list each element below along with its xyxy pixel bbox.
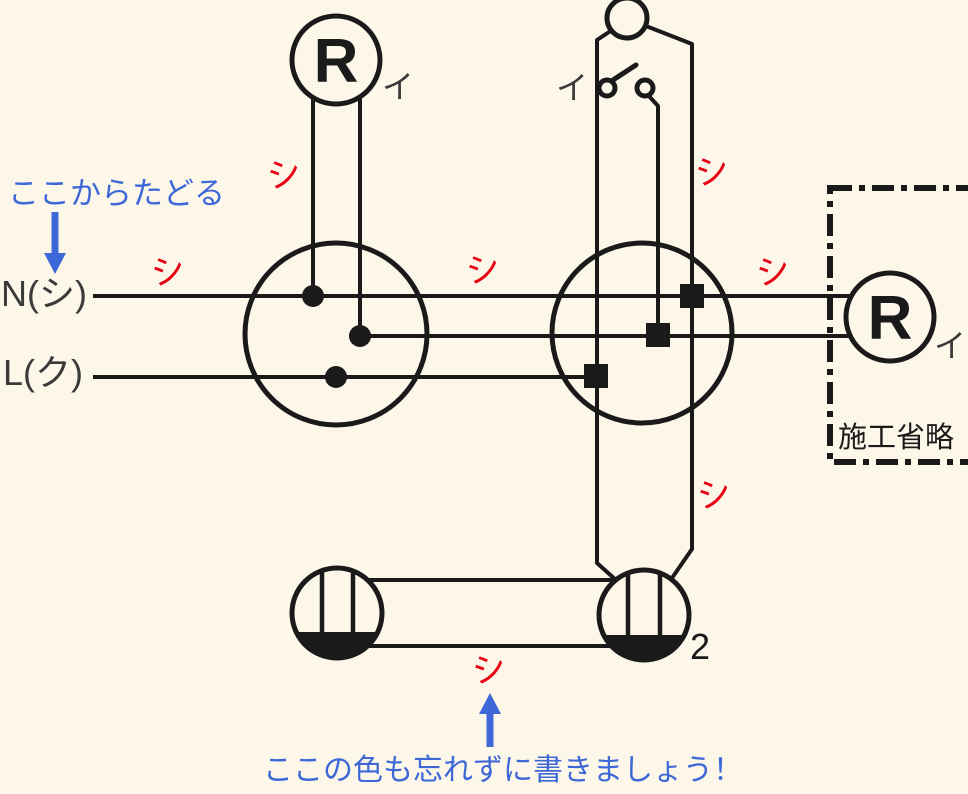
- connection-dot: [302, 285, 324, 307]
- connection-dot: [325, 366, 347, 388]
- live-terminal-label: L(ク): [3, 352, 83, 393]
- lamp-receptacle-letter: R: [314, 27, 359, 96]
- switch-contact-right: [634, 77, 656, 99]
- neutral-terminal-label: N(シ): [1, 273, 87, 314]
- trace-start-note: ここからたどる: [8, 176, 225, 211]
- wire-color-mark: シ: [692, 150, 733, 194]
- wire-color-mark: シ: [753, 250, 794, 294]
- connection-square: [646, 323, 670, 347]
- switch-output-wire: [646, 93, 660, 335]
- color-reminder-note: ここの色も忘れずに書きましょう！: [263, 754, 743, 787]
- switch-contact-left: [596, 77, 618, 99]
- junction-box-right: [549, 240, 735, 426]
- omitted-lamp-letter: R: [868, 284, 913, 353]
- lamp-receptacle-circuit-label: イ: [382, 69, 414, 105]
- connection-square: [680, 284, 704, 308]
- omitted-section-label: 施工省略: [838, 421, 954, 454]
- live-riser-wire: [595, 28, 618, 582]
- wire-color-mark: シ: [148, 250, 189, 294]
- junction-box-left: [242, 240, 430, 428]
- outlet-right-base: [603, 635, 685, 660]
- lamp-receptacle-circle: [289, 13, 383, 107]
- connection-dot: [349, 325, 371, 347]
- omitted-lamp-circle: [843, 270, 937, 364]
- pilot-lamp-circle: [604, 0, 650, 41]
- omitted-section-box: [827, 185, 968, 465]
- switch-blade: [610, 62, 639, 83]
- switch-circuit-label: イ: [556, 70, 588, 106]
- omitted-lamp-circuit-label: イ: [934, 328, 966, 364]
- color-reminder-arrow-head: [479, 693, 501, 714]
- wire-color-mark: シ: [694, 473, 735, 517]
- wire-color-mark: シ: [463, 248, 504, 292]
- wire-color-mark: シ: [264, 153, 305, 197]
- trace-start-arrow-head: [44, 253, 66, 274]
- outlet-count-label: 2: [690, 626, 710, 667]
- outlet-left-base: [296, 632, 378, 659]
- wire-color-mark: シ: [469, 648, 510, 692]
- connection-square: [584, 364, 608, 388]
